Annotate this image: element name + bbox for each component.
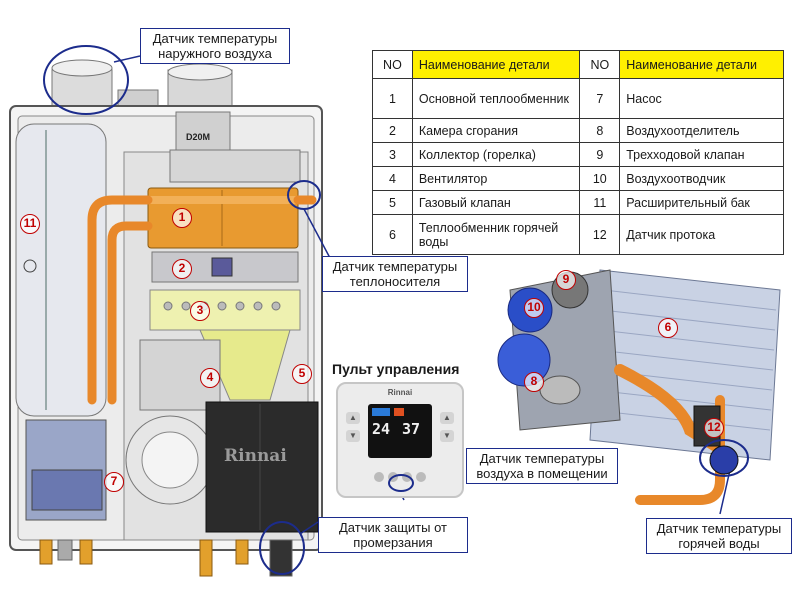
- table-cell: 12: [579, 214, 621, 255]
- expansion-tank: [15, 123, 107, 417]
- mode-button[interactable]: [416, 472, 426, 482]
- room-sensor-marker: [388, 474, 414, 492]
- table-cell: 1: [372, 78, 413, 119]
- down-arrow-button[interactable]: ▼: [346, 430, 360, 442]
- display-left-value: 24: [372, 420, 391, 438]
- table-cell: Насос: [619, 78, 784, 119]
- display-right-value: 37: [402, 420, 421, 438]
- control-panel-display: 24 37: [368, 404, 432, 458]
- table-cell: Воздухоотводчик: [619, 166, 784, 191]
- part-marker-2: 2: [172, 259, 192, 279]
- part-marker-1: 1: [172, 208, 192, 228]
- part-marker-5: 5: [292, 364, 312, 384]
- part-marker-6: 6: [658, 318, 678, 338]
- callout-line: Датчик температуры: [152, 31, 278, 46]
- control-panel: Rinnai 24 37 ▲ ▼ ▲ ▼: [336, 382, 464, 498]
- right-up-button[interactable]: ▲: [440, 412, 454, 424]
- up-arrow-button[interactable]: ▲: [346, 412, 360, 424]
- part-marker-11: 11: [20, 214, 40, 234]
- table-row: 2 Камера сгорания 8 Воздухоотделитель: [372, 118, 784, 143]
- display-segments: [372, 408, 390, 416]
- part-marker-10: 10: [524, 298, 544, 318]
- callout-room-air-sensor: Датчик температуры воздуха в помещении: [466, 448, 618, 484]
- table-header-no-2: NO: [579, 50, 621, 79]
- table-cell: Датчик протока: [619, 214, 784, 255]
- callout-line: Датчик температуры: [656, 521, 782, 536]
- table-header-no-1: NO: [372, 50, 413, 79]
- callout-line: горячей воды: [678, 536, 760, 551]
- part-marker-12: 12: [704, 418, 724, 438]
- table-cell: 2: [372, 118, 413, 143]
- part-marker-3: 3: [190, 301, 210, 321]
- table-cell: 3: [372, 142, 413, 167]
- callout-frost-protection-sensor: Датчик защиты от промерзания: [318, 517, 468, 553]
- callout-line: воздуха в помещении: [476, 466, 608, 481]
- control-box: [205, 401, 319, 533]
- table-cell: Воздухоотделитель: [619, 118, 784, 143]
- callout-line: промерзания: [353, 535, 433, 550]
- callout-line: теплоносителя: [349, 274, 441, 289]
- part-marker-9: 9: [556, 270, 576, 290]
- callout-line: наружного воздуха: [158, 46, 272, 61]
- callout-hot-water-sensor: Датчик температуры горячей воды: [646, 518, 792, 554]
- mode-button[interactable]: [374, 472, 384, 482]
- part-marker-8: 8: [524, 372, 544, 392]
- table-cell: Расширительный бак: [619, 190, 784, 215]
- table-cell: 10: [579, 166, 621, 191]
- callout-line: Датчик защиты от: [339, 520, 447, 535]
- table-cell: Коллектор (горелка): [411, 142, 581, 167]
- control-panel-title: Пульт управления: [332, 361, 460, 377]
- callout-outdoor-air-sensor: Датчик температуры наружного воздуха: [140, 28, 290, 64]
- control-panel-brand: Rinnai: [387, 388, 413, 397]
- table-cell: 9: [579, 142, 621, 167]
- table-row: 5 Газовый клапан 11 Расширительный бак: [372, 190, 784, 215]
- table-cell: Теплообменник горячей воды: [411, 214, 581, 255]
- d20m-label: D20M: [186, 132, 211, 142]
- table-cell: 8: [579, 118, 621, 143]
- table-cell: 6: [372, 214, 413, 255]
- table-row: 3 Коллектор (горелка) 9 Трехходовой клап…: [372, 142, 784, 167]
- table-header-name-1: Наименование детали: [411, 50, 581, 79]
- table-cell: Трехходовой клапан: [619, 142, 784, 167]
- table-row: 4 Вентилятор 10 Воздухоотводчик: [372, 166, 784, 191]
- callout-coolant-sensor: Датчик температуры теплоносителя: [322, 256, 468, 292]
- table-cell: Камера сгорания: [411, 118, 581, 143]
- parts-table: NO Наименование детали NO Наименование д…: [372, 50, 784, 255]
- part-marker-7: 7: [104, 472, 124, 492]
- callout-line: Датчик температуры: [332, 259, 458, 274]
- table-header-row: NO Наименование детали NO Наименование д…: [372, 50, 784, 79]
- part-marker-4: 4: [200, 368, 220, 388]
- table-cell: 7: [579, 78, 621, 119]
- callout-line: Датчик температуры: [479, 451, 605, 466]
- table-cell: Вентилятор: [411, 166, 581, 191]
- table-cell: 4: [372, 166, 413, 191]
- table-cell: 11: [579, 190, 621, 215]
- table-cell: Основной теплообменник: [411, 78, 581, 119]
- table-row: 6 Теплообменник горячей воды 12 Датчик п…: [372, 214, 784, 255]
- boiler-brand: Rinnai: [224, 446, 287, 466]
- table-header-name-2: Наименование детали: [619, 50, 784, 79]
- table-cell: 5: [372, 190, 413, 215]
- right-down-button[interactable]: ▼: [440, 430, 454, 442]
- table-row: 1 Основной теплообменник 7 Насос: [372, 78, 784, 119]
- table-cell: Газовый клапан: [411, 190, 581, 215]
